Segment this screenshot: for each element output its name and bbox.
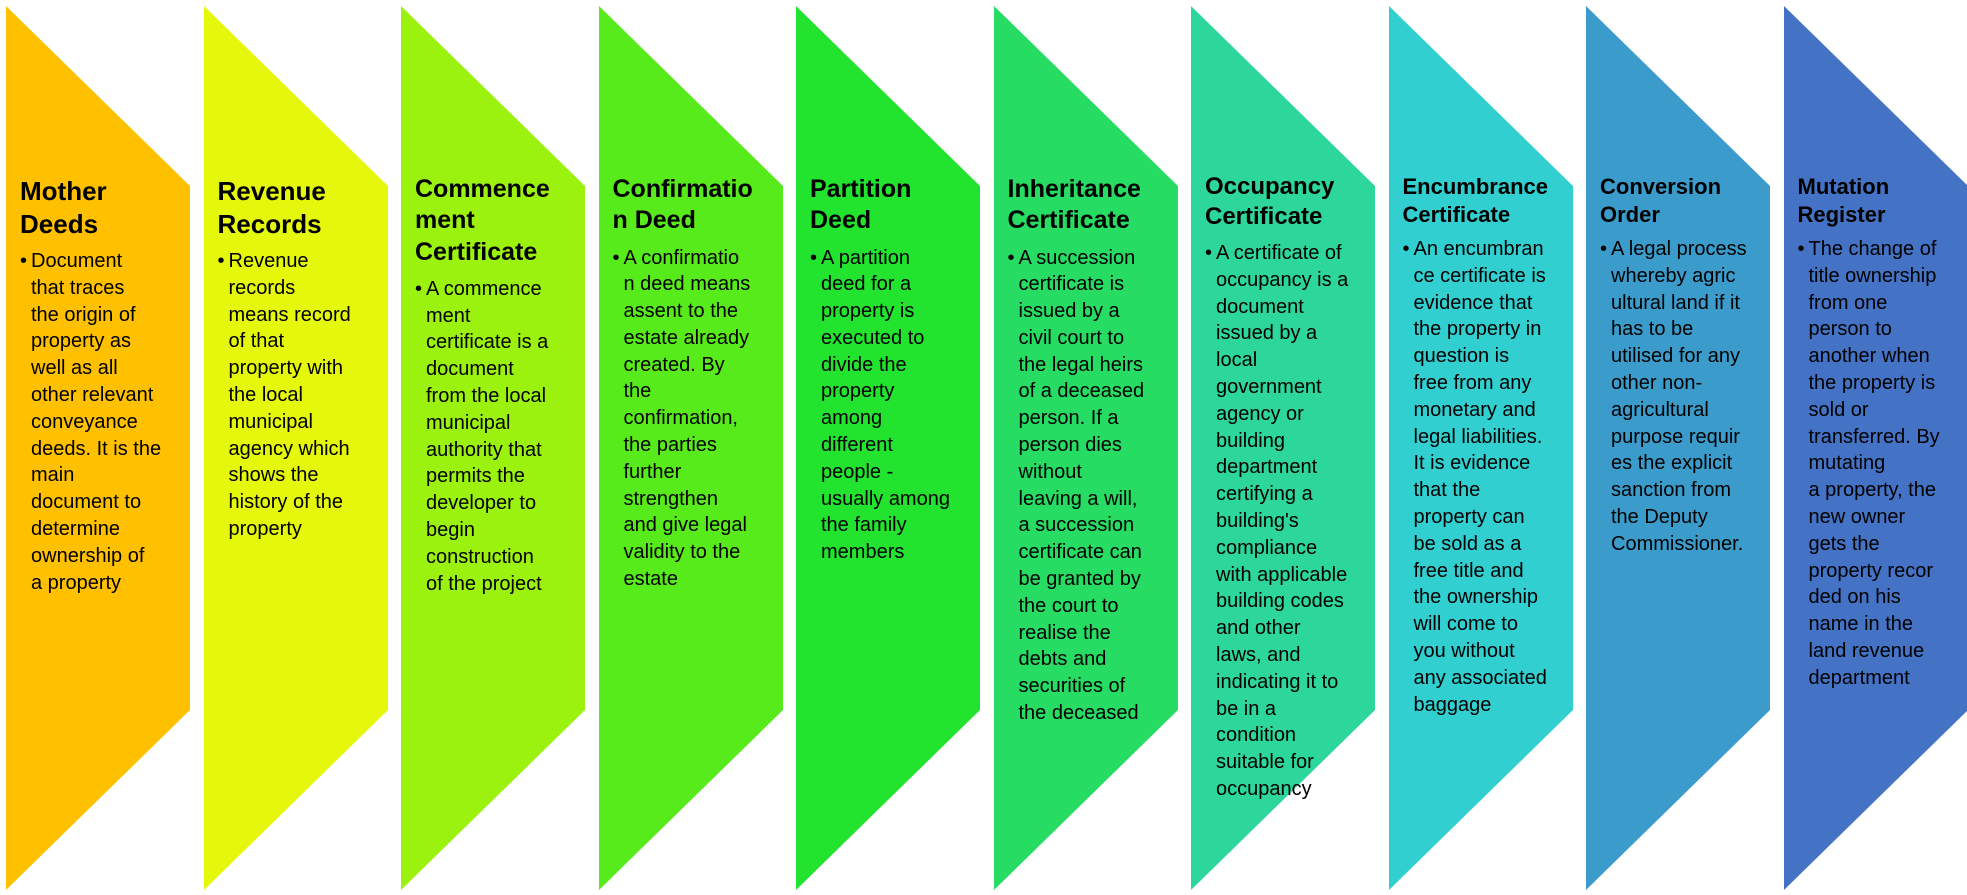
chevron-step: Confirmatio n Deed •A confirmatio n deed …	[598, 6, 785, 890]
step-description-text: A legal process whereby agric ultural la…	[1611, 238, 1747, 555]
step-description-text: Revenue records means record of that pro…	[228, 250, 351, 540]
chevron-shape	[1783, 6, 1967, 890]
chevron-shape	[6, 6, 190, 890]
step-description: •A succession certificate is issued by a…	[1008, 245, 1180, 727]
step-description-text: An encumbran ce certificate is evidence …	[1413, 238, 1547, 716]
chevron-step: Mutation Register •The change of title ow…	[1783, 6, 1967, 890]
chevron-content: Partition Deed •A partition deed for a pr…	[810, 174, 982, 566]
step-description: •A legal process whereby agric ultural l…	[1600, 236, 1772, 558]
step-description: •An encumbran ce certificate is evidence…	[1403, 236, 1575, 718]
step-title: Encumbrance Certificate	[1402, 174, 1549, 227]
chevron-content: Conversion Order •A legal process whereby…	[1600, 173, 1772, 558]
bullet-icon: •	[415, 277, 423, 300]
chevron-fill	[1191, 6, 1375, 890]
chevron-content: Encumbrance Certificate •An encumbran ce …	[1403, 173, 1575, 718]
step-title: Confirmatio n Deed	[612, 175, 753, 235]
step-description-text: A commence ment certificate is a documen…	[426, 277, 549, 595]
bullet-icon: •	[1205, 242, 1213, 264]
chevron-step: Occupancy Certificate •A certificate of o…	[1191, 6, 1375, 890]
bullet-icon: •	[1402, 238, 1410, 260]
bullet-icon: •	[810, 246, 818, 269]
chevron-content: Mother Deeds •Document that traces the or…	[20, 175, 192, 596]
chevron-shape	[1586, 6, 1770, 890]
bullet-icon: •	[1797, 238, 1805, 260]
step-description-text: The change of title ownership from one p…	[1808, 238, 1940, 689]
step-description: •Revenue records means record of that pr…	[218, 248, 390, 543]
chevron-shape	[203, 6, 388, 890]
step-description: •The change of title ownership from one …	[1798, 236, 1967, 692]
step-description: •A confirmatio n deed means assent to th…	[613, 245, 785, 593]
chevron-fill	[796, 6, 980, 890]
chevron-fill	[401, 6, 585, 890]
chevron-step: Revenue Records •Revenue records means re…	[203, 6, 390, 890]
chevron-step: Encumbrance Certificate •An encumbran ce …	[1388, 6, 1575, 890]
step-description-text: Document that traces the origin of prope…	[31, 250, 162, 594]
chevron-content: Occupancy Certificate •A certificate of o…	[1205, 172, 1377, 803]
chevron-shape	[1388, 6, 1573, 890]
chevron-step: Mother Deeds •Document that traces the or…	[6, 6, 190, 890]
step-description-text: A partition deed for a property is execu…	[821, 246, 950, 564]
chevron-shape	[401, 6, 585, 890]
chevron-shape	[796, 6, 980, 890]
chevron-step: Inheritance Certificate •A succession cer…	[993, 6, 1180, 890]
chevron-fill	[6, 6, 190, 890]
bullet-icon: •	[217, 250, 225, 272]
chevron-step: Conversion Order •A legal process whereby…	[1586, 6, 1770, 890]
step-title: Conversion Order	[1600, 174, 1722, 227]
chevron-shape	[993, 6, 1178, 890]
bullet-icon: •	[20, 250, 28, 272]
chevron-content: Mutation Register •The change of title ow…	[1798, 173, 1967, 692]
step-title: Inheritance Certificate	[1007, 175, 1141, 235]
bullet-icon: •	[1007, 246, 1015, 269]
chevron-content: Inheritance Certificate •A succession cer…	[1008, 174, 1180, 727]
chevron-fill	[203, 6, 388, 890]
chevron-fill	[1586, 6, 1770, 890]
step-description-text: A succession certificate is issued by a …	[1018, 246, 1145, 725]
step-title: Commence ment Certificate	[415, 175, 550, 266]
chevron-fill	[1783, 6, 1967, 890]
step-title: Mutation Register	[1797, 174, 1890, 227]
step-description: •A partition deed for a property is exec…	[810, 245, 982, 567]
chevron-fill	[598, 6, 783, 890]
bullet-icon: •	[612, 246, 620, 269]
chevron-content: Commence ment Certificate •A commence men…	[415, 174, 587, 597]
chevron-content: Confirmatio n Deed •A confirmatio n deed …	[613, 174, 785, 593]
bullet-icon: •	[1600, 238, 1608, 260]
chevron-content: Revenue Records •Revenue records means re…	[218, 175, 390, 543]
step-description: •A certificate of occupancy is a documen…	[1205, 240, 1377, 803]
chevron-shape	[1191, 6, 1375, 890]
step-title: Revenue Records	[217, 176, 326, 239]
step-title: Mother Deeds	[20, 176, 107, 239]
chevron-fill	[1388, 6, 1573, 890]
chevron-step: Partition Deed •A partition deed for a pr…	[796, 6, 980, 890]
step-title: Partition Deed	[810, 175, 912, 235]
step-title: Occupancy Certificate	[1205, 173, 1335, 230]
step-description: •A commence ment certificate is a docume…	[415, 276, 587, 598]
chevron-fill	[993, 6, 1178, 890]
step-description-text: A confirmatio n deed means assent to the…	[623, 246, 751, 591]
chevron-shape	[598, 6, 783, 890]
chevron-step: Commence ment Certificate •A commence men…	[401, 6, 585, 890]
step-description-text: A certificate of occupancy is a document…	[1216, 242, 1349, 800]
step-description: •Document that traces the origin of prop…	[20, 248, 192, 596]
